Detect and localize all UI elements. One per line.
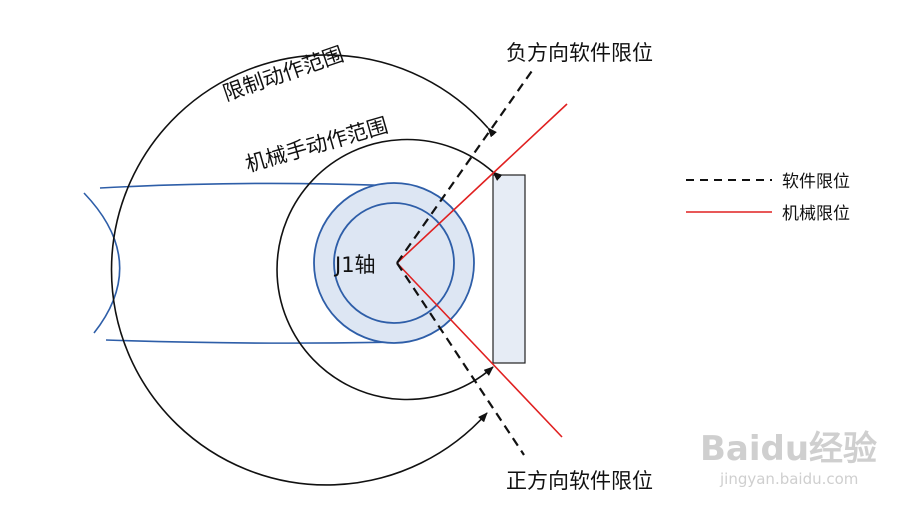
- legend-mechanical-limit-label: 机械限位: [782, 204, 850, 224]
- joint-label: J1轴: [333, 253, 376, 277]
- manual-range-arc: [276, 138, 503, 401]
- software-limit-lines: [396, 67, 535, 456]
- watermark-url: jingyan.baidu.com: [719, 470, 858, 488]
- limit-range-arc: [110, 54, 497, 486]
- mechanical-limit-lines: [396, 103, 568, 438]
- negative-software-limit-label: 负方向软件限位: [506, 41, 653, 65]
- baidu-watermark: Baidu经验 jingyan.baidu.com: [700, 429, 877, 488]
- positive-software-limit-label: 正方向软件限位: [506, 469, 653, 493]
- legend-software-limit-label: 软件限位: [782, 172, 850, 192]
- mechanical-stop-block: [492, 174, 526, 364]
- legend: 软件限位 机械限位: [686, 172, 850, 224]
- watermark-brand: Baidu经验: [700, 429, 877, 469]
- robot-arm: [83, 182, 401, 344]
